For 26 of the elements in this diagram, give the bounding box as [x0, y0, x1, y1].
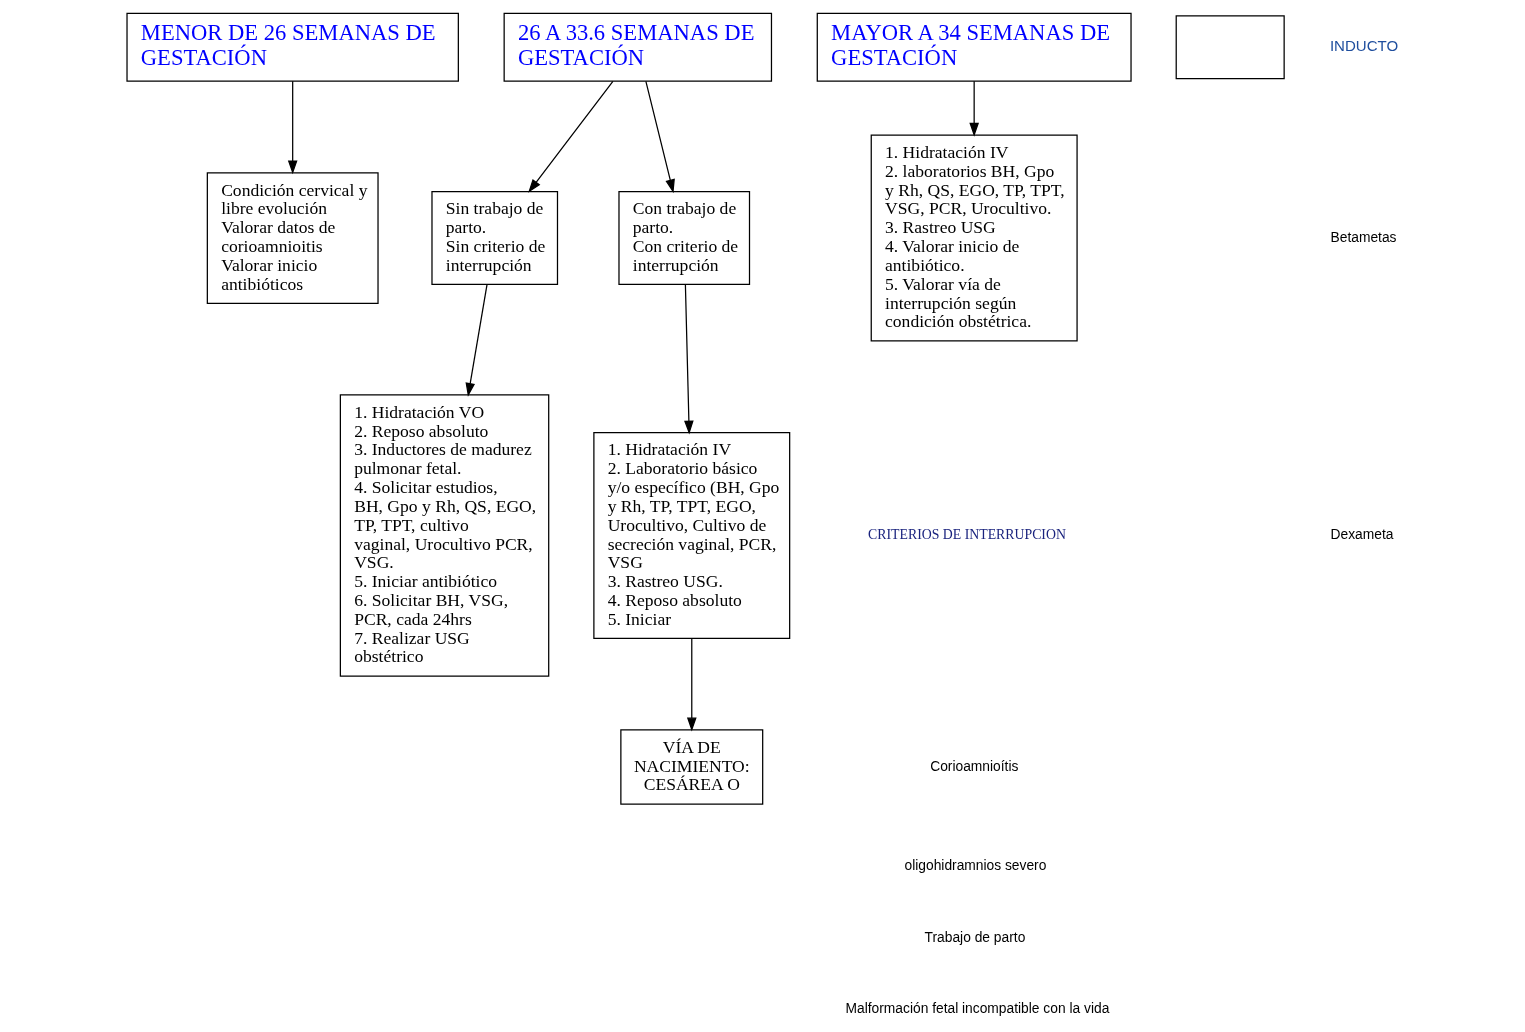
- node-box: Condición cervical y libre evolución Valorar datos de corioamnioitis Valorar inicio antibióticos: [206, 172, 379, 304]
- label: oligohidramnios severo: [904, 858, 1046, 874]
- node-box: Con trabajo de parto. Con criterio de interrupción: [617, 190, 750, 286]
- arrow: [683, 284, 694, 435]
- node-box: [1175, 15, 1285, 80]
- node-box: 26 A 33.6 SEMANAS DE GESTACIÓN: [503, 12, 772, 82]
- node-box: Sin trabajo de parto. Sin criterio de interrupción: [430, 190, 558, 286]
- node-box: 1. Hidratación IV 2. Laboratorio básico y/o específico (BH, Gpo y Rh, TP, TPT, EGO, Urocultivo, Cultivo de secreción vaginal, PCR, VSG 3. Rastreo USG. 4. Reposo absoluto 5. Iniciar: [592, 431, 790, 639]
- label: Malformación fetal incompatible con la vida: [845, 1001, 1109, 1017]
- label: INDUCTO: [1329, 37, 1398, 55]
- node-box: VÍA DE NACIMIENTO: CESÁREA O: [619, 729, 763, 805]
- arrow: [527, 80, 613, 193]
- arrow: [465, 284, 488, 397]
- label: Trabajo de parto: [924, 929, 1025, 945]
- arrow: [287, 80, 298, 175]
- arrow: [644, 80, 675, 194]
- node-box: MAYOR A 34 SEMANAS DE GESTACIÓN: [816, 12, 1132, 82]
- node-box: 1. Hidratación IV 2. laboratorios BH, Gpo y Rh, QS, EGO, TP, TPT, VSG, PCR, Urocultivo. 3. Rastreo USG 4. Valorar inicio de antibiótico. 5. Valorar vía de interrupción según condición obstétrica.: [870, 134, 1078, 342]
- node-box: MENOR DE 26 SEMANAS DE GESTACIÓN: [125, 12, 459, 82]
- label: Dexameta: [1330, 526, 1393, 542]
- label: Betametas: [1330, 229, 1397, 245]
- arrow: [968, 80, 979, 137]
- node-box: 1. Hidratación VO 2. Reposo absoluto 3. Inductores de madurez pulmonar fetal. 4. Solicitar estudios, BH, Gpo y Rh, QS, EGO, TP, TPT, cultivo vaginal, Urocultivo PCR, VSG. 5. Iniciar antibiótico 6. Solicitar BH, VSG, PCR, cada 24hrs 7. Realizar USG obstétrico: [339, 394, 549, 677]
- label: Corioamnioítis: [929, 758, 1018, 774]
- arrow: [686, 637, 697, 732]
- label: CRITERIOS DE INTERRUPCION: [867, 526, 1066, 542]
